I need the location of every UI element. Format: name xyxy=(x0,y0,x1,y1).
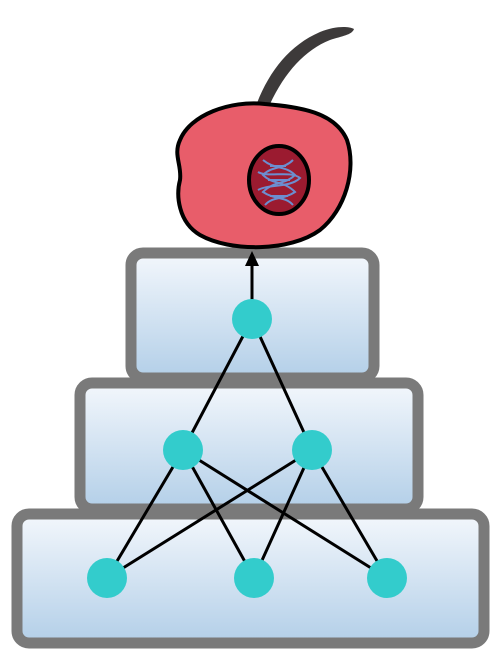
node-bottom-2 xyxy=(234,558,274,598)
cherry-stem-icon xyxy=(257,27,354,105)
network-edges xyxy=(105,318,389,580)
edge-middle-2-to-top-1 xyxy=(250,318,314,451)
node-top-1 xyxy=(232,299,272,339)
edge-bottom-1-to-middle-2 xyxy=(106,448,313,580)
node-bottom-1 xyxy=(87,558,127,598)
network-nodes xyxy=(87,299,407,598)
dna-helix-icon xyxy=(257,159,302,206)
node-middle-1 xyxy=(163,430,203,470)
edge-bottom-3-to-middle-1 xyxy=(182,448,388,580)
output-arrow xyxy=(245,251,259,300)
node-bottom-3 xyxy=(367,558,407,598)
edge-bottom-1-to-middle-1 xyxy=(105,449,185,579)
edge-bottom-3-to-middle-2 xyxy=(310,449,389,579)
node-middle-2 xyxy=(292,430,332,470)
edge-middle-1-to-top-1 xyxy=(181,318,254,451)
edge-bottom-2-to-middle-1 xyxy=(181,449,256,579)
